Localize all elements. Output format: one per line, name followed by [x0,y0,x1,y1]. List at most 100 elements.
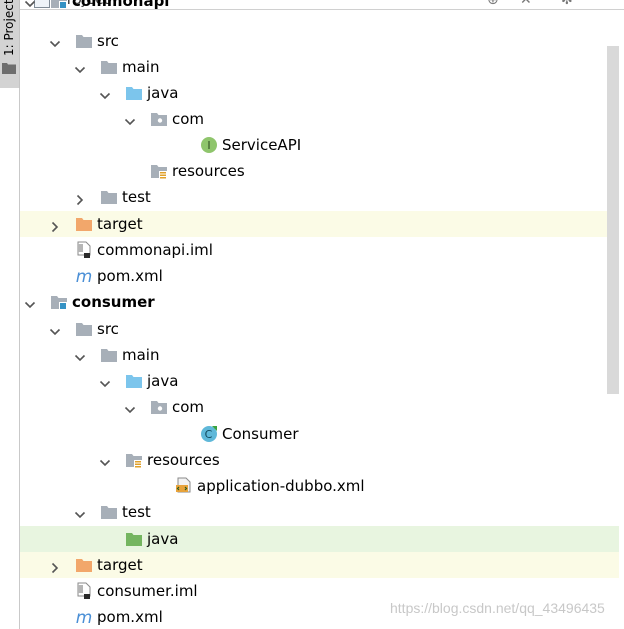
class-icon: C [200,425,218,443]
tree-item-label: src [97,320,119,338]
tree-item-label: src [97,32,119,50]
chevron-down-icon[interactable] [49,323,61,336]
tree-item-label: com [172,398,205,416]
tree-item-main[interactable]: main [20,342,619,368]
source-folder-icon [125,84,143,102]
maven-icon: m [75,267,93,287]
folder-icon [100,58,118,76]
svg-text:I: I [207,139,210,152]
tree-item-serviceapi[interactable]: I ServiceAPI [20,132,619,158]
tree-item-target[interactable]: target [20,211,619,237]
tree-item-consumer[interactable]: consumer [20,289,619,315]
project-panel: Project ⊕ ✕ ✻ commonapisrcmainjavacomISe… [20,0,624,629]
tree-item-label: test [122,503,151,521]
svg-text:m: m [76,267,93,285]
excluded-folder-icon [75,215,93,233]
chevron-right-icon[interactable] [49,218,61,233]
tree-item-commonapi[interactable]: commonapi [20,0,619,14]
package-icon [150,110,168,128]
tree-item-label: test [122,188,151,206]
watermark: https://blog.csdn.net/qq_43496435 [390,600,605,616]
panel-title: Project [58,0,109,8]
tree-item-label: main [122,346,160,364]
folder-icon [100,346,118,364]
project-icon [34,0,50,8]
tree-item-label: pom.xml [97,608,163,626]
resources-folder-icon [150,162,168,180]
tree-item-label: application-dubbo.xml [197,477,365,495]
resources-folder-icon [125,451,143,469]
chevron-right-icon[interactable] [49,559,61,574]
chevron-down-icon[interactable] [99,454,111,467]
tree-item-label: resources [172,162,245,180]
svg-text:m: m [76,608,93,626]
tree-item-java[interactable]: java [20,80,619,106]
folder-icon [2,63,16,74]
source-folder-icon [125,372,143,390]
iml-file-icon [75,241,93,259]
collapse-icon[interactable]: ✕ [520,0,532,8]
tree-item-java[interactable]: java [20,368,619,394]
tree-item-label: consumer.iml [97,582,198,600]
package-icon [150,398,168,416]
svg-text:C: C [205,428,213,441]
chevron-down-icon[interactable] [74,349,86,362]
tree-item-com[interactable]: com [20,106,619,132]
tree-item-label: ServiceAPI [222,136,302,154]
module-icon [50,0,68,10]
tree-item-target[interactable]: target [20,552,619,578]
folder-icon [100,503,118,521]
excluded-folder-icon [75,556,93,574]
tree-item-label: commonapi [72,0,170,10]
iml-file-icon [75,582,93,600]
project-panel-header: Project ⊕ ✕ ✻ [20,0,624,10]
chevron-down-icon[interactable] [24,296,36,309]
chevron-down-icon[interactable] [74,61,86,74]
folder-icon [75,320,93,338]
tree-item-com[interactable]: com [20,394,619,420]
tree-item-label: consumer [72,293,155,311]
chevron-down-icon[interactable] [49,35,61,48]
interface-icon: I [200,136,218,154]
chevron-right-icon[interactable] [74,191,86,206]
tree-item-label: commonapi.iml [97,241,213,259]
tree-item-src[interactable]: src [20,316,619,342]
chevron-down-icon[interactable] [24,0,36,8]
tree-item-java[interactable]: java [20,526,619,552]
tree-item-commonapi-iml[interactable]: commonapi.iml [20,237,619,263]
tree-item-test[interactable]: test [20,184,619,210]
maven-icon: m [75,608,93,628]
tree-item-label: target [97,556,143,574]
tree-item-application-dubbo-xml[interactable]: application-dubbo.xml [20,473,619,499]
settings-icon[interactable]: ✻ [561,0,573,8]
chevron-down-icon[interactable] [99,375,111,388]
tree-item-label: java [147,84,179,102]
tool-window-stripe-bottom [0,88,20,629]
tree-item-label: java [147,530,179,548]
tree-item-resources[interactable]: resources [20,158,619,184]
tool-window-stripe: 1: Project [0,0,20,88]
folder-icon [100,188,118,206]
test-source-folder-icon [125,530,143,548]
chevron-down-icon[interactable] [124,113,136,126]
tree-item-consumer-iml[interactable]: consumer.iml [20,578,619,604]
tree-item-resources[interactable]: resources [20,447,619,473]
project-tool-tab[interactable]: 1: Project [2,0,16,56]
chevron-down-icon[interactable] [99,87,111,100]
tree-item-label: main [122,58,160,76]
chevron-down-icon[interactable] [74,506,86,519]
tree-item-test[interactable]: test [20,499,619,525]
folder-icon [75,32,93,50]
chevron-down-icon[interactable] [124,401,136,414]
tree-item-label: target [97,215,143,233]
module-icon [50,293,68,311]
tree-item-label: com [172,110,205,128]
tree-item-label: pom.xml [97,267,163,285]
tree-item-main[interactable]: main [20,54,619,80]
tree-item-src[interactable]: src [20,28,619,54]
vertical-scrollbar[interactable] [607,46,619,394]
target-icon[interactable]: ⊕ [487,0,499,8]
